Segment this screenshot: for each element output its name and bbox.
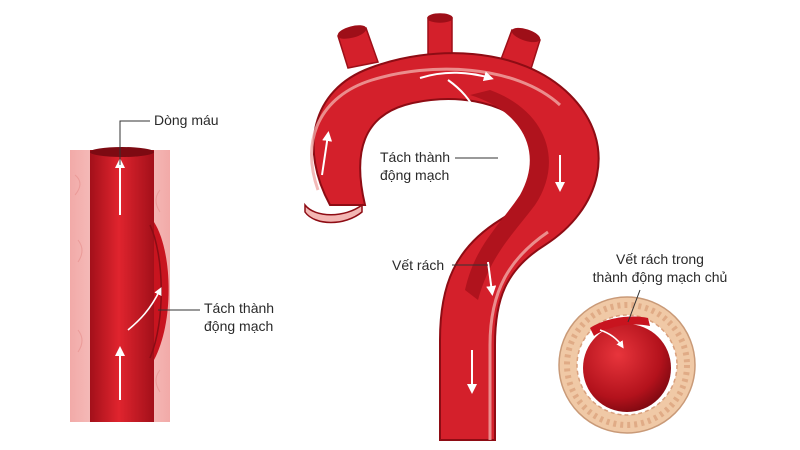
cross-section bbox=[558, 289, 696, 434]
aortic-root bbox=[304, 202, 363, 224]
false-lumen-tear bbox=[590, 316, 650, 336]
flow-arrow-dissection bbox=[127, 287, 162, 331]
label-dissection-arch-line2: động mạch bbox=[380, 167, 450, 183]
true-lumen bbox=[583, 324, 671, 412]
label-cross-section: Vết rách trong thành động mạch chủ bbox=[585, 250, 735, 286]
arch-tube bbox=[312, 52, 600, 441]
label-dissection-left-line1: Tách thành bbox=[204, 300, 275, 316]
aortic-arch bbox=[304, 13, 600, 441]
vessel-opening bbox=[90, 147, 154, 157]
label-dissection-left-line2: động mạch bbox=[204, 318, 274, 334]
label-cross-section-line1: Vết rách trong bbox=[616, 251, 704, 267]
label-cross-section-line2: thành động mạch chủ bbox=[592, 269, 728, 285]
label-dissection-arch-line1: Tách thành bbox=[380, 149, 451, 165]
leader-blood-flow bbox=[119, 120, 150, 165]
arch-false-lumen bbox=[465, 90, 549, 300]
branch-vessel-2 bbox=[427, 17, 453, 59]
vessel-lumen bbox=[90, 150, 154, 422]
label-dissection-left: Tách thành động mạch bbox=[204, 299, 274, 335]
label-tear: Vết rách bbox=[392, 257, 445, 273]
straight-vessel bbox=[70, 120, 200, 422]
leader-cross-section bbox=[627, 289, 641, 323]
label-blood-flow: Dòng máu bbox=[154, 112, 219, 128]
label-dissection-arch: Tách thành động mạch bbox=[380, 148, 450, 184]
